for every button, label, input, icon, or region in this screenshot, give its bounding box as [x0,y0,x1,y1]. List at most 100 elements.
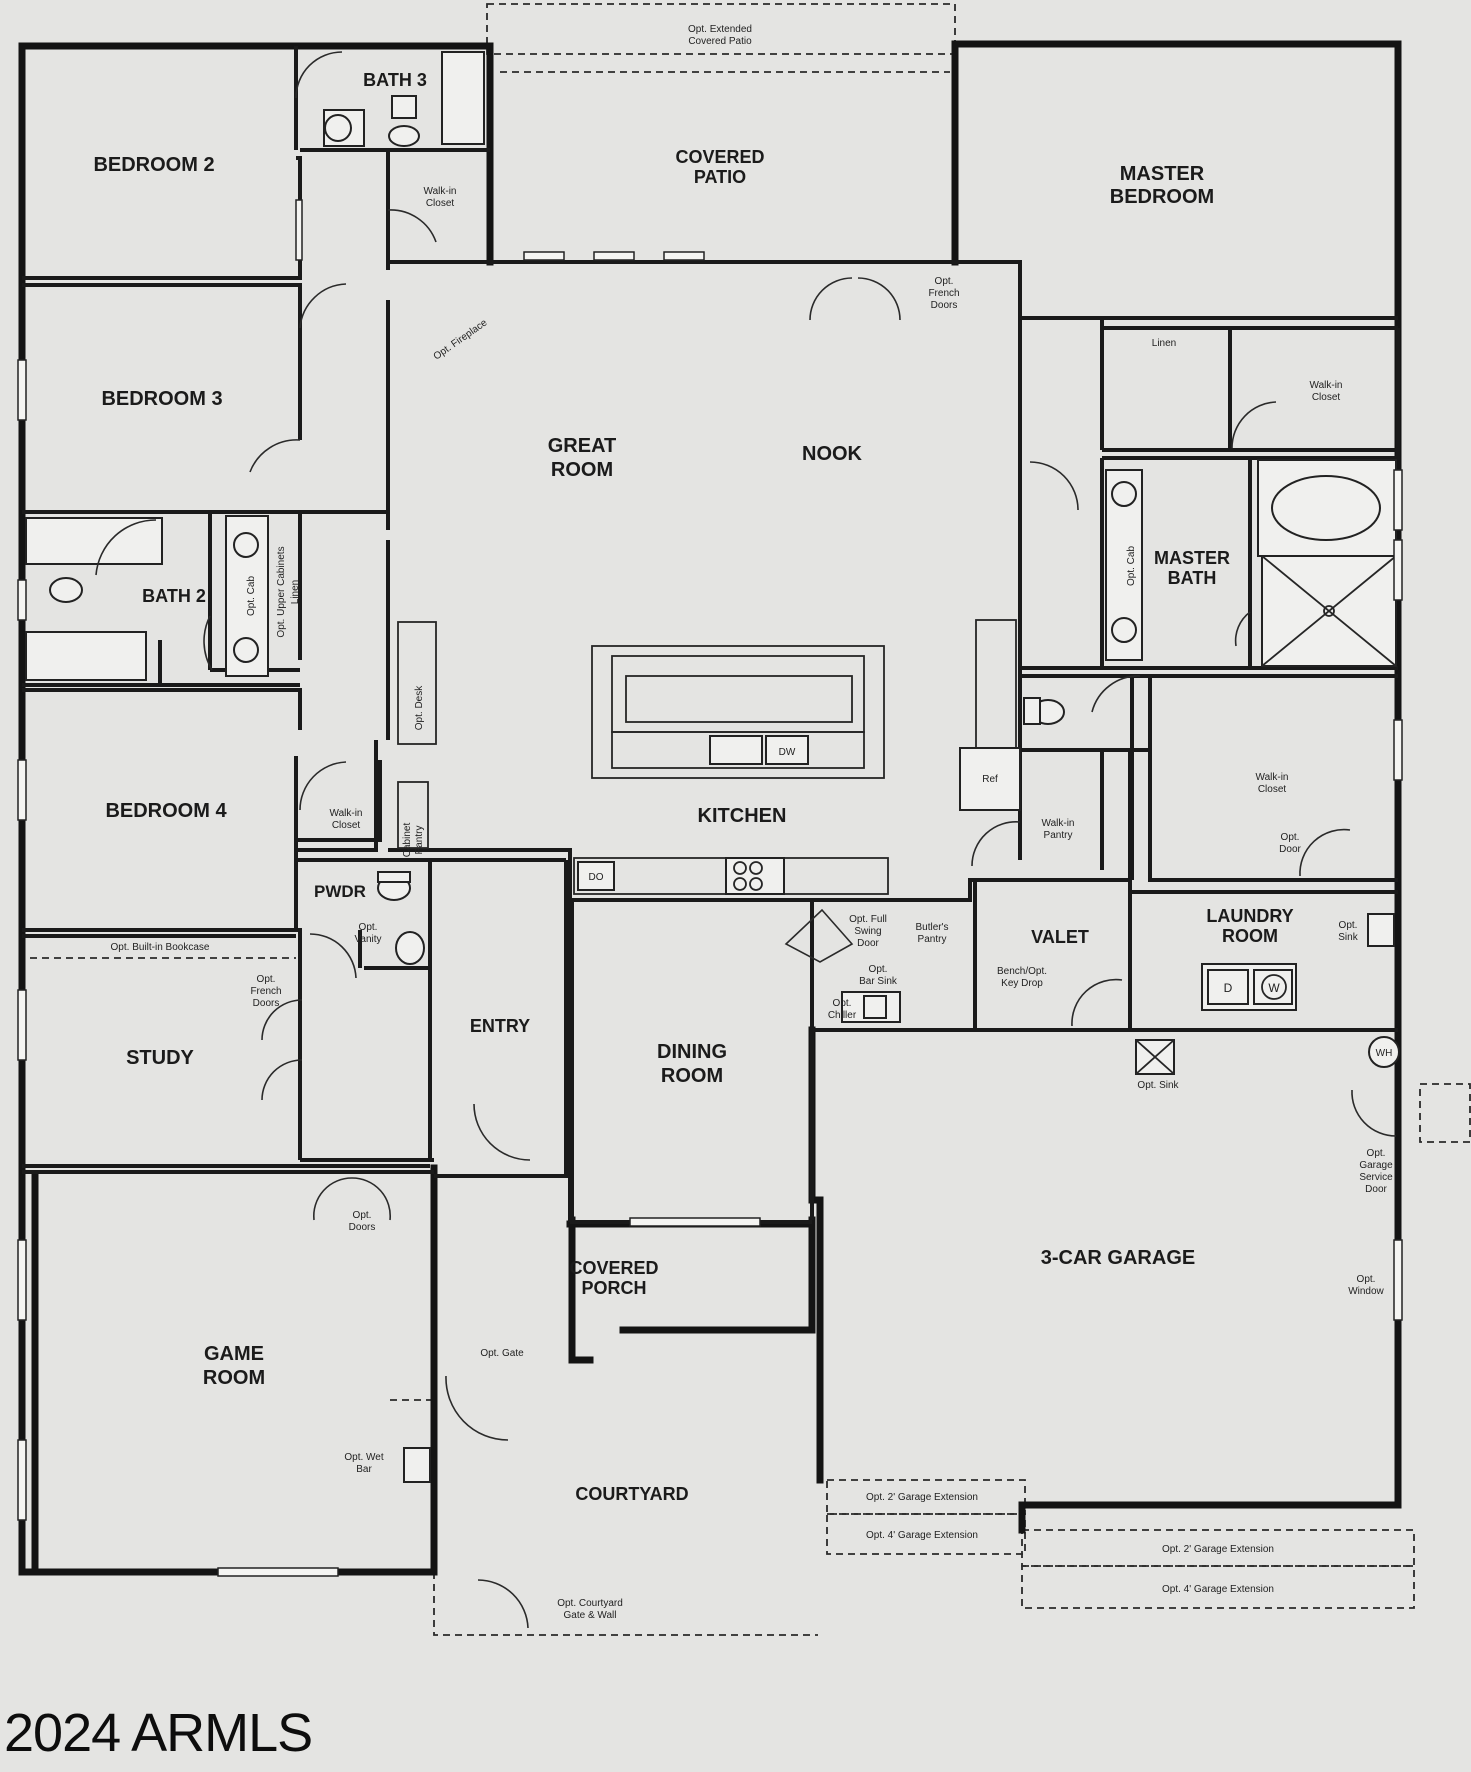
label-great-room-1: GREAT [548,435,617,457]
label-master-bath-1: MASTER [1154,548,1230,568]
label-covered-patio-1: COVERED [675,147,764,167]
note-do: DO [589,872,604,883]
note-opt-wet-bar-1: Opt. Wet [344,1452,383,1463]
note-opt-wet-bar-2: Bar [356,1464,372,1475]
room-labels: BEDROOM 2 BATH 3 COVERED PATIO MASTER BE… [93,70,1293,1504]
note-opt-full-swing-door-2: Swing [854,926,881,937]
note-opt-door-2: Door [1279,844,1301,855]
label-valet: VALET [1031,927,1089,947]
note-opt-upper-cabinets-1: Opt. Upper Cabinets [276,546,287,637]
note-opt-french-doors-study-1: Opt. [257,974,276,985]
note-opt-full-swing-door-3: Door [857,938,879,949]
note-wh: WH [1376,1048,1393,1059]
note-w: W [1268,981,1280,995]
note-opt-window-2: Window [1348,1286,1384,1297]
label-dining-room-1: DINING [657,1041,727,1063]
label-bath-2: BATH 2 [142,586,206,606]
note-opt-window-1: Opt. [1357,1274,1376,1285]
label-master-bath-2: BATH [1168,568,1217,588]
note-butlers-pantry-1: Butler's [915,922,948,933]
note-opt-french-doors-nook-1: Opt. [935,276,954,287]
note-opt-courtyard-gate-wall-1: Opt. Courtyard [557,1598,623,1609]
note-opt-extended-patio-2: Covered Patio [688,36,752,47]
label-covered-porch-2: PORCH [581,1278,646,1298]
note-opt-french-doors-study-2: French [250,986,281,997]
label-great-room-2: ROOM [551,459,613,481]
note-opt-garage-service-door-4: Door [1365,1184,1387,1195]
label-bath-3: BATH 3 [363,70,427,90]
note-opt-french-doors-nook-2: French [928,288,959,299]
note-opt-2-garage-ext-left: Opt. 2' Garage Extension [866,1492,978,1503]
note-opt-built-in-bookcase: Opt. Built-in Bookcase [111,942,210,953]
note-bench-key-drop-2: Key Drop [1001,978,1043,989]
label-bedroom-2: BEDROOM 2 [93,154,214,176]
note-walk-in-closet-master2-1: Walk-in [1256,772,1289,783]
note-d: D [1224,981,1233,995]
note-dw: DW [779,747,796,758]
note-opt-vanity-2: Vanity [354,934,381,945]
note-opt-garage-service-door-2: Garage [1359,1160,1393,1171]
label-study: STUDY [126,1047,194,1069]
label-nook: NOOK [802,443,863,465]
note-walk-in-closet-master-2: Closet [1312,392,1341,403]
label-game-room-1: GAME [204,1343,264,1365]
note-opt-bar-sink-1: Opt. [869,964,888,975]
label-laundry-room-1: LAUNDRY [1206,906,1293,926]
label-dining-room-2: ROOM [661,1065,723,1087]
label-covered-porch-1: COVERED [569,1258,658,1278]
note-opt-full-swing-door-1: Opt. Full [849,914,887,925]
note-opt-cab-master: Opt. Cab [1126,546,1137,586]
note-opt-bar-sink-2: Bar Sink [859,976,898,987]
note-walk-in-closet-bed4-2: Closet [332,820,361,831]
windows [17,199,1403,1577]
note-linen-master: Linen [1152,338,1176,349]
label-game-room-2: ROOM [203,1367,265,1389]
note-opt-sink-laundry-2: Sink [1338,932,1358,943]
note-opt-french-doors-nook-3: Doors [931,300,958,311]
note-butlers-pantry-2: Pantry [918,934,947,945]
note-opt-4-garage-ext-left: Opt. 4' Garage Extension [866,1530,978,1541]
note-walk-in-closet-top-1: Walk-in [424,186,457,197]
doors [95,51,1397,1629]
note-ref: Ref [982,774,998,785]
label-covered-patio-2: PATIO [694,167,746,187]
note-walk-in-closet-bed4-1: Walk-in [330,808,363,819]
label-courtyard: COURTYARD [575,1484,688,1504]
note-walk-in-closet-top-2: Closet [426,198,455,209]
note-cabinet-pantry-1: Cabinet [402,823,413,858]
note-opt-gate: Opt. Gate [480,1348,524,1359]
label-bedroom-4: BEDROOM 4 [105,800,227,822]
note-opt-upper-cabinets-2: Linen [290,580,301,604]
note-walk-in-pantry-2: Pantry [1044,830,1073,841]
label-garage: 3-CAR GARAGE [1041,1247,1195,1269]
note-opt-door-1: Opt. [1281,832,1300,843]
note-cabinet-pantry-2: Pantry [414,826,425,855]
label-entry: ENTRY [470,1016,530,1036]
note-opt-chiller-1: Opt. [833,998,852,1009]
exterior-walls [18,40,1402,1576]
label-pwdr: PWDR [314,882,366,901]
note-opt-garage-service-door-1: Opt. [1367,1148,1386,1159]
note-opt-garage-service-door-3: Service [1359,1172,1393,1183]
watermark: 2024 ARMLS [4,1703,313,1763]
bath-fixtures [25,51,1400,1483]
note-walk-in-pantry-1: Walk-in [1042,818,1075,829]
note-opt-doors-game-1: Opt. [353,1210,372,1221]
note-opt-4-garage-ext-right: Opt. 4' Garage Extension [1162,1584,1274,1595]
note-opt-courtyard-gate-wall-2: Gate & Wall [564,1610,617,1621]
note-opt-french-doors-study-3: Doors [253,998,280,1009]
note-walk-in-closet-master2-2: Closet [1258,784,1287,795]
note-opt-sink-laundry-1: Opt. [1339,920,1358,931]
note-opt-desk: Opt. Desk [414,685,425,730]
note-opt-chiller-2: Chiller [828,1010,857,1021]
note-opt-cab-bath2: Opt. Cab [246,576,257,616]
label-master-bedroom-1: MASTER [1120,163,1205,185]
note-walk-in-closet-master-1: Walk-in [1310,380,1343,391]
kitchen-fixtures [397,619,1021,895]
label-bedroom-3: BEDROOM 3 [101,388,222,410]
note-opt-sink-garage: Opt. Sink [1137,1080,1179,1091]
note-opt-vanity-1: Opt. [359,922,378,933]
note-opt-extended-patio-1: Opt. Extended [688,24,752,35]
note-bench-key-drop-1: Bench/Opt. [997,966,1047,977]
